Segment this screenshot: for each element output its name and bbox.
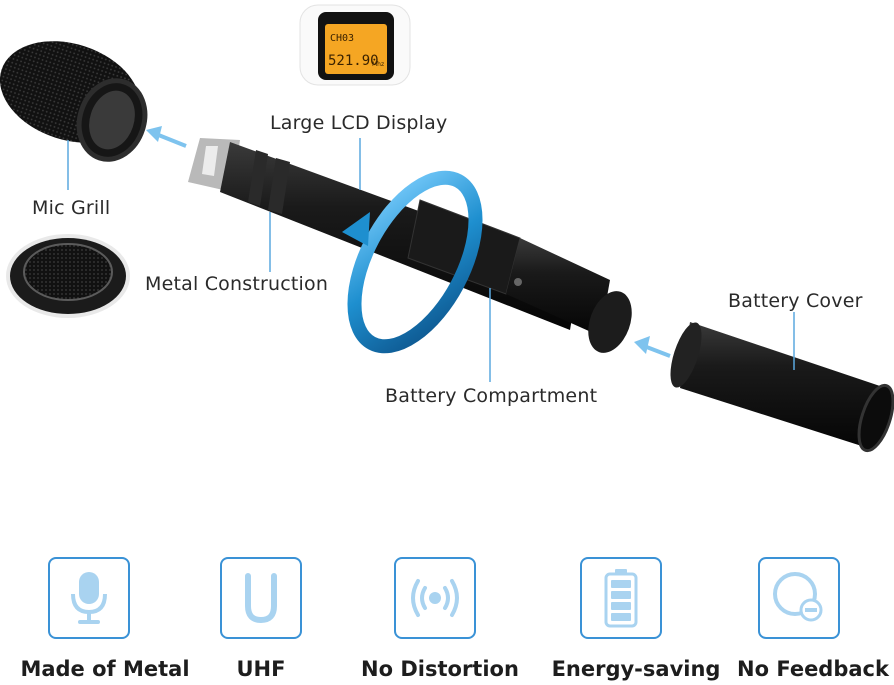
arrow-icon-left (146, 126, 187, 148)
arrow-icon-right (634, 336, 671, 358)
label-battery-compartment: Battery Compartment (385, 385, 598, 407)
feature-label-feedback: No Feedback (737, 657, 889, 681)
label-battery-cover: Battery Cover (728, 290, 863, 312)
microphone-exploded-view: CH03 521.90 Mhz (0, 4, 894, 453)
feature-box-metal (48, 557, 130, 639)
u-letter-icon (245, 573, 277, 624)
label-metal-construction: Metal Construction (145, 273, 329, 295)
feature-label-energy: Energy-saving (551, 657, 721, 681)
feature-label-uhf: UHF (236, 657, 286, 681)
label-mic-grill: Mic Grill (32, 197, 111, 219)
lcd-unit: Mhz (372, 61, 384, 68)
microphone-body-image (188, 138, 632, 353)
signal-waves-icon (411, 579, 459, 617)
grill-inner-image (6, 234, 130, 318)
feature-box-feedback (758, 557, 840, 639)
battery-icon (604, 569, 638, 628)
feature-box-uhf (220, 557, 302, 639)
feature-label-metal: Made of Metal (20, 657, 190, 681)
circle-minus-icon (773, 572, 823, 622)
mic-grill-image (0, 41, 148, 162)
feature-label-distortion: No Distortion (361, 657, 519, 681)
battery-cover-image (670, 322, 894, 453)
lcd-display-image: CH03 521.90 Mhz (299, 4, 411, 86)
feature-box-distortion (394, 557, 476, 639)
microphone-icon (71, 572, 107, 624)
lcd-frequency: 521.90 (328, 53, 379, 69)
feature-box-energy (580, 557, 662, 639)
label-lcd-display: Large LCD Display (270, 112, 448, 134)
callout-lines (67, 138, 795, 382)
lcd-channel: CH03 (330, 33, 354, 44)
rotate-arrow-icon (342, 170, 483, 354)
